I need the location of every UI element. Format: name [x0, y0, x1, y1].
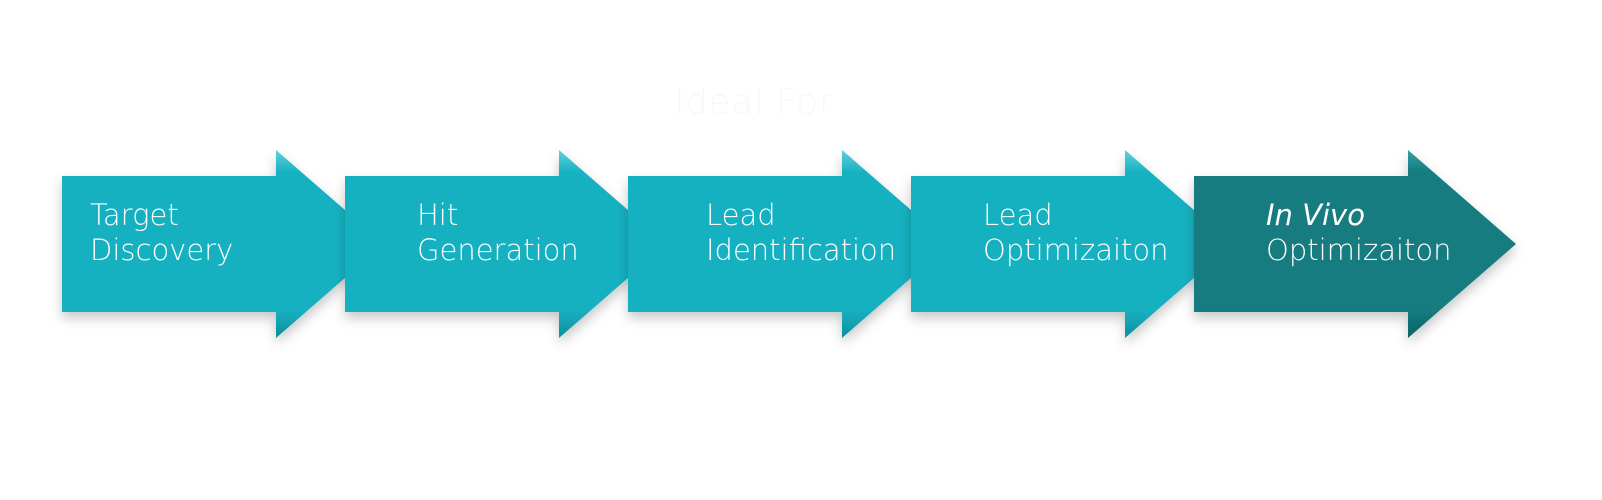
arrow-shape: [1194, 150, 1516, 338]
step-label-line2: Generation: [417, 233, 579, 267]
step-label: Lead Optimizaiton: [983, 198, 1169, 268]
step-label-line2: Optimizaiton: [983, 233, 1169, 267]
step-label-line1: Lead: [983, 198, 1053, 232]
step-arrow-in-vivo-optimization: In Vivo Optimizaiton: [1194, 150, 1518, 338]
step-label: Target Discovery: [90, 198, 233, 268]
step-label-line1: Target: [90, 198, 179, 232]
step-label-line1: Hit: [417, 198, 459, 232]
diagram-heading: Ideal For: [674, 82, 834, 123]
step-arrow-lead-optimization: Lead Optimizaiton: [911, 150, 1235, 338]
step-label-line2: Discovery: [90, 233, 234, 267]
arrow-shape: [911, 150, 1233, 338]
arrow-shape: [628, 150, 950, 338]
step-label: Hit Generation: [417, 198, 579, 268]
step-label-line2: Identification: [706, 233, 897, 267]
step-arrow-target-discovery: Target Discovery: [62, 150, 386, 338]
step-label-line1: In Vivo: [1266, 198, 1365, 232]
arrow-shape: [345, 150, 667, 338]
step-label: In Vivo Optimizaiton: [1266, 198, 1452, 268]
step-label: Lead Identification: [706, 198, 896, 268]
step-arrow-hit-generation: Hit Generation: [345, 150, 669, 338]
arrow-shape: [62, 150, 384, 338]
step-arrow-lead-identification: Lead Identification: [628, 150, 952, 338]
step-label-line1: Lead: [706, 198, 776, 232]
step-label-line2: Optimizaiton: [1266, 233, 1452, 267]
